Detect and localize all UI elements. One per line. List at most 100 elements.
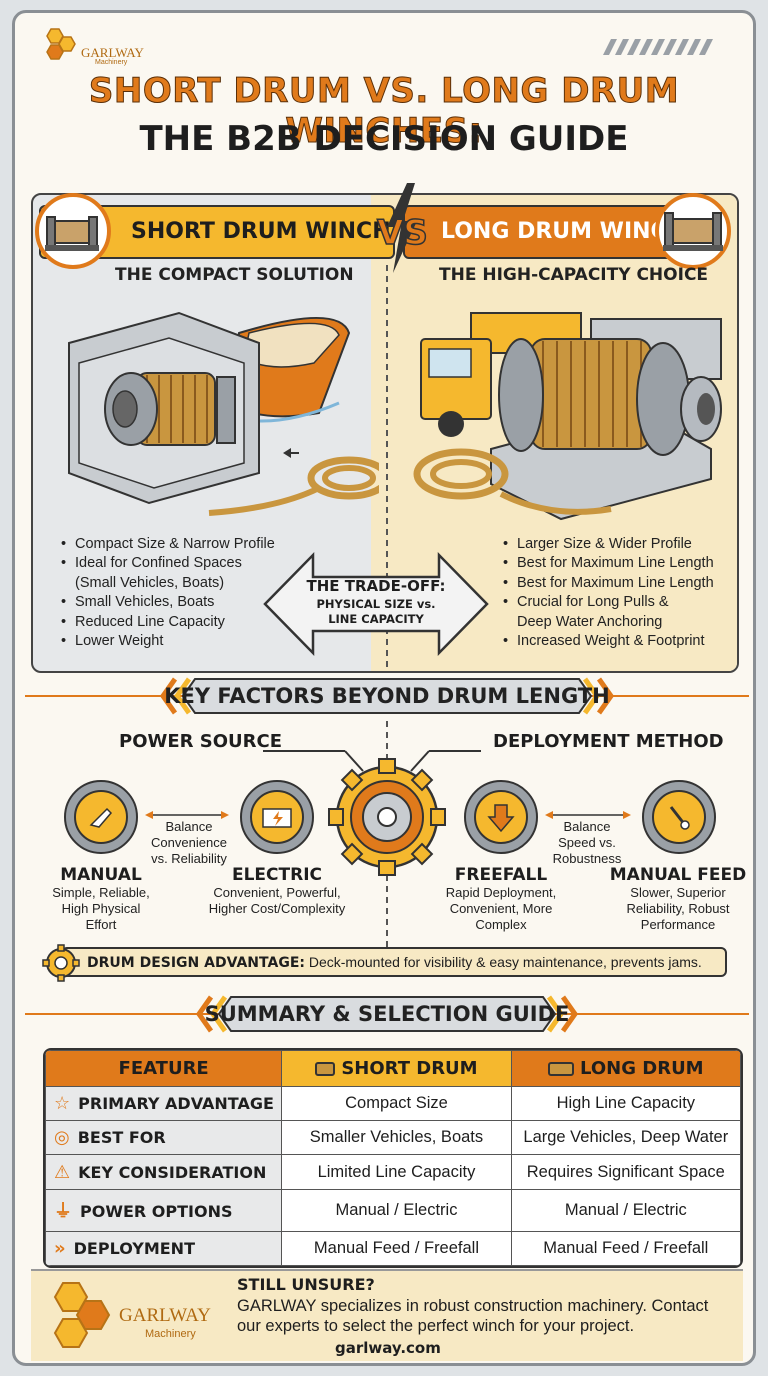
long-cell: Manual Feed / Freefall [510,1230,741,1266]
balance-line: Speed vs. [558,835,616,850]
divider-line [386,265,388,671]
electric-label: ELECTRIC [231,865,323,885]
star-icon: ☆ [54,1093,71,1115]
key-factors-title: KEY FACTORS BEYOND DRUM LENGTH [164,684,610,708]
short-drum-icon [315,1062,336,1076]
short-cell: Manual / Electric [281,1188,512,1232]
footer-hexagon-logo-icon [53,1282,111,1348]
warning-icon: ⚠ [54,1161,71,1183]
long-bullet: Larger Size & Wider Profile [501,535,741,555]
manual-gear-icon [64,780,138,854]
feature-cell: »DEPLOYMENT [45,1230,283,1266]
center-gear-icon [328,758,446,876]
long-winch-badge [655,193,731,269]
desc-line: Slower, Superior [630,885,726,900]
long-cell: Large Vehicles, Deep Water [510,1120,741,1156]
short-cell: Compact Size [281,1085,512,1122]
short-drum-illustration [68,311,379,516]
desc-line: High Physical [61,901,141,916]
power-balance-note: Balance Convenience vs. Reliability [143,819,235,867]
long-drum-subtitle: THE HIGH-CAPACITY CHOICE [439,265,709,285]
feature-label: PRIMARY ADVANTAGE [78,1094,274,1114]
desc-line: Complex [475,917,527,932]
balance-line: Balance [563,819,611,834]
table-row: ☆ PRIMARY ADVANTAGE Compact Size High Lin… [45,1085,741,1122]
long-drum-header [403,205,703,259]
drum-advantage-label: DRUM DESIGN ADVANTAGE: [87,955,305,971]
long-drum-title: LONG DRUM WINCH [441,219,686,244]
desc-line: Reliability, Robust [626,901,730,916]
summary-banner [25,995,749,1033]
short-drum-header-cell: SHORT DRUM [281,1050,512,1087]
table-row: »DEPLOYMENT Manual Feed / Freefall Manua… [45,1230,741,1266]
manual-feed-desc: Slower, Superior Reliability, Robust Per… [607,885,749,933]
drum-advantage-text: DRUM DESIGN ADVANTAGE: Deck-mounted for … [87,954,702,971]
footer-logo-name: GARLWAY [119,1305,211,1326]
footer-text-line1: GARLWAY specializes in robust constructi… [237,1297,709,1315]
manual-feed-label: MANUAL FEED [609,865,747,885]
table-header-row: FEATURE SHORT DRUM LONG DRUM [45,1050,741,1087]
desc-line: Rapid Deployment, [445,885,557,900]
power-source-label: POWER SOURCE [119,731,283,752]
vs-badge-icon [387,183,417,273]
balance-line: vs. Reliability [151,851,227,866]
short-drum-subtitle: THE COMPACT SOLUTION [115,265,354,285]
key-factors-banner [25,677,749,715]
footer-url-link[interactable]: garlway.com [335,1339,441,1357]
page-title-line1: SHORT DRUM VS. LONG DRUM WINCHES: [88,71,680,152]
short-bullet: (Small Vehicles, Boats) [75,574,225,591]
feature-cell: ⏚POWER OPTIONS [45,1188,283,1232]
long-bullet: Best for Maximum Line Length [501,574,741,594]
freefall-label: FREEFALL [454,865,548,885]
table-row: ⏚POWER OPTIONS Manual / Electric Manual … [45,1188,741,1232]
short-winch-icon [45,216,99,251]
infographic-frame: GARLWAY Machinery SHORT DRUM VS. LONG DR… [12,10,756,1366]
long-cell: High Line Capacity [510,1085,741,1122]
long-drum-header-cell: LONG DRUM [510,1050,741,1087]
gear-icon [42,944,80,982]
feature-header: FEATURE [45,1050,283,1087]
short-bullet: Ideal for Confined Spaces [59,554,299,574]
brand-sub: Machinery [95,59,128,66]
target-icon: ◎ [54,1127,70,1149]
manual-desc: Simple, Reliable, High Physical Effort [35,885,167,933]
short-drum-bullets: Compact Size & Narrow Profile Ideal for … [59,535,299,652]
short-cell: Manual Feed / Freefall [281,1230,512,1266]
table-row: ◎BEST FOR Smaller Vehicles, Boats Large … [45,1120,741,1156]
desc-line: Effort [85,917,117,932]
electric-gear-icon [240,780,314,854]
tradeoff-line1: PHYSICAL SIZE vs. [316,597,436,611]
freefall-gear-icon [464,780,538,854]
long-bullet: Best for Maximum Line Length [501,554,741,574]
feature-label: KEY CONSIDERATION [78,1162,267,1182]
summary-table: FEATURE SHORT DRUM LONG DRUM ☆ PRIMARY AD… [43,1048,743,1268]
table-row: ⚠KEY CONSIDERATION Limited Line Capacity… [45,1154,741,1190]
hexagon-logo-icon [46,28,76,60]
feature-cell: ◎ BEST FOR [45,1120,283,1156]
page-title-line2: THE B2B DECISION GUIDE [139,119,629,159]
tradeoff-title: THE TRADE-OFF: [306,577,446,595]
long-drum-icon [548,1062,575,1076]
factors-diagram [64,721,716,949]
short-bullet: Reduced Line Capacity [59,613,299,633]
long-cell: Manual / Electric [510,1188,741,1232]
desc-line: Convenient, Powerful, [213,885,341,900]
footer-logo-sub: Machinery [145,1328,196,1340]
decorative-stripes-icon [603,39,713,55]
footer-text-line2: our experts to select the perfect winch … [237,1317,635,1335]
desc-line: Higher Cost/Complexity [208,901,346,916]
feature-label: BEST FOR [77,1128,166,1148]
long-cell: Requires Significant Space [510,1154,741,1190]
long-bullet: Increased Weight & Footprint [501,632,741,652]
balance-line: Balance [165,819,213,834]
deploy-balance-note: Balance Speed vs. Robustness [541,819,633,867]
feature-label: POWER OPTIONS [80,1202,233,1222]
desc-line: Convenient, More [449,901,553,916]
electric-desc: Convenient, Powerful, Higher Cost/Comple… [195,885,359,917]
feature-cell: ⚠ KEY CONSIDERATION [45,1154,283,1190]
feature-cell: ☆ PRIMARY ADVANTAGE [45,1085,283,1122]
tradeoff-arrow-icon [263,551,489,657]
freefall-desc: Rapid Deployment, Convenient, More Compl… [429,885,573,933]
feature-label: DEPLOYMENT [73,1238,195,1258]
manual-feed-gear-icon [642,780,716,854]
